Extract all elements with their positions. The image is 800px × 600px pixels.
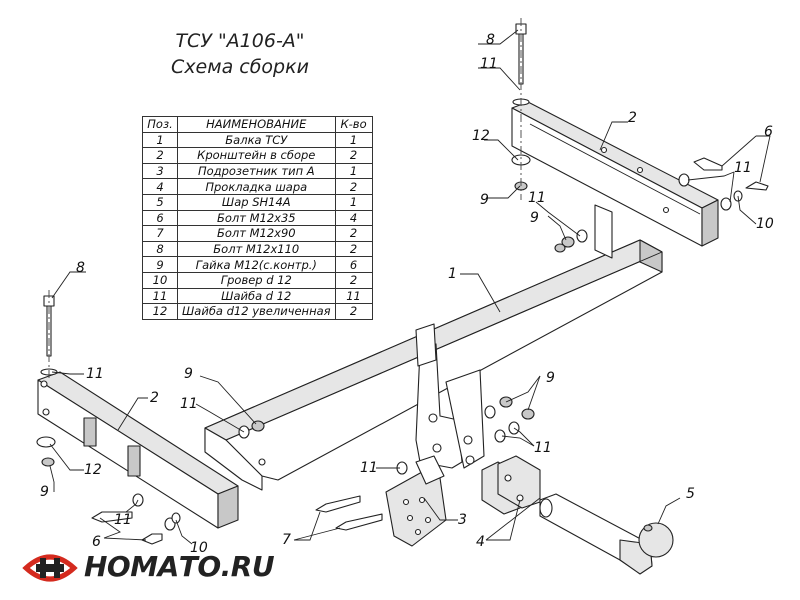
callout-12-right: 12 bbox=[472, 128, 490, 144]
callout-8-top: 8 bbox=[486, 32, 495, 48]
part-1-tow-beam bbox=[204, 204, 663, 491]
callout-9-leftmid: 9 bbox=[184, 366, 193, 382]
callout-1: 1 bbox=[448, 266, 457, 282]
cell-name: Кронштейн в сборе bbox=[177, 147, 336, 164]
cell-name: Болт М12х90 bbox=[177, 225, 336, 242]
part-4-ball-spacers bbox=[481, 455, 541, 515]
callout-6-left: 6 bbox=[92, 534, 101, 550]
cell-name: Шайба d12 увеличенная bbox=[177, 303, 336, 320]
homato-logo: НОМАТО.RU bbox=[22, 548, 275, 588]
callout-11-leftmid: 11 bbox=[180, 396, 198, 412]
leader-lines bbox=[49, 29, 771, 545]
callout-11-bottom: 11 bbox=[114, 512, 132, 528]
diagram-title: ТСУ "А106-А" bbox=[175, 30, 305, 52]
callout-9-left: 9 bbox=[40, 484, 49, 500]
cell-qty: 2 bbox=[334, 303, 373, 320]
callout-10-right: 10 bbox=[756, 216, 774, 232]
callout-3: 3 bbox=[458, 512, 467, 528]
callout-11-top: 11 bbox=[480, 56, 498, 72]
cell-pos: 12 bbox=[142, 303, 178, 320]
callout-12-left: 12 bbox=[84, 462, 102, 478]
callout-2-left: 2 bbox=[150, 390, 159, 406]
callout-11-mid: 11 bbox=[528, 190, 546, 206]
callout-5: 5 bbox=[686, 486, 695, 502]
callout-9-right: 9 bbox=[480, 192, 489, 208]
callout-4: 4 bbox=[476, 534, 485, 550]
callout-10-left: 10 bbox=[190, 540, 208, 556]
part-3-socket-plate bbox=[385, 455, 447, 547]
cell-name: Подрозетник тип А bbox=[177, 162, 336, 180]
homato-emblem-icon bbox=[22, 554, 78, 582]
callout-6-right: 6 bbox=[764, 124, 773, 140]
part-2-right-bracket bbox=[511, 101, 719, 247]
cell-name: Болт М12х110 bbox=[177, 240, 336, 258]
callout-11-center: 11 bbox=[360, 460, 378, 476]
callout-2-right: 2 bbox=[628, 110, 637, 126]
callout-7: 7 bbox=[282, 532, 291, 548]
callout-11-right: 11 bbox=[734, 160, 752, 176]
callout-8-left: 8 bbox=[76, 260, 85, 276]
callout-9-center: 9 bbox=[546, 370, 555, 386]
part-5-tow-ball bbox=[539, 493, 674, 575]
callout-labels: 8 11 2 6 11 12 9 11 9 10 1 8 11 2 9 11 1… bbox=[40, 32, 774, 556]
col-header-name: НАИМЕНОВАНИЕ bbox=[177, 116, 336, 133]
part-2-left-bracket bbox=[37, 371, 239, 529]
diagram-subtitle: Схема сборки bbox=[171, 56, 309, 78]
callout-11-centerright: 11 bbox=[534, 440, 552, 456]
callout-9-mid: 9 bbox=[530, 210, 539, 226]
homato-logo-text: НОМАТО.RU bbox=[84, 550, 275, 583]
callout-11-left: 11 bbox=[86, 366, 104, 382]
